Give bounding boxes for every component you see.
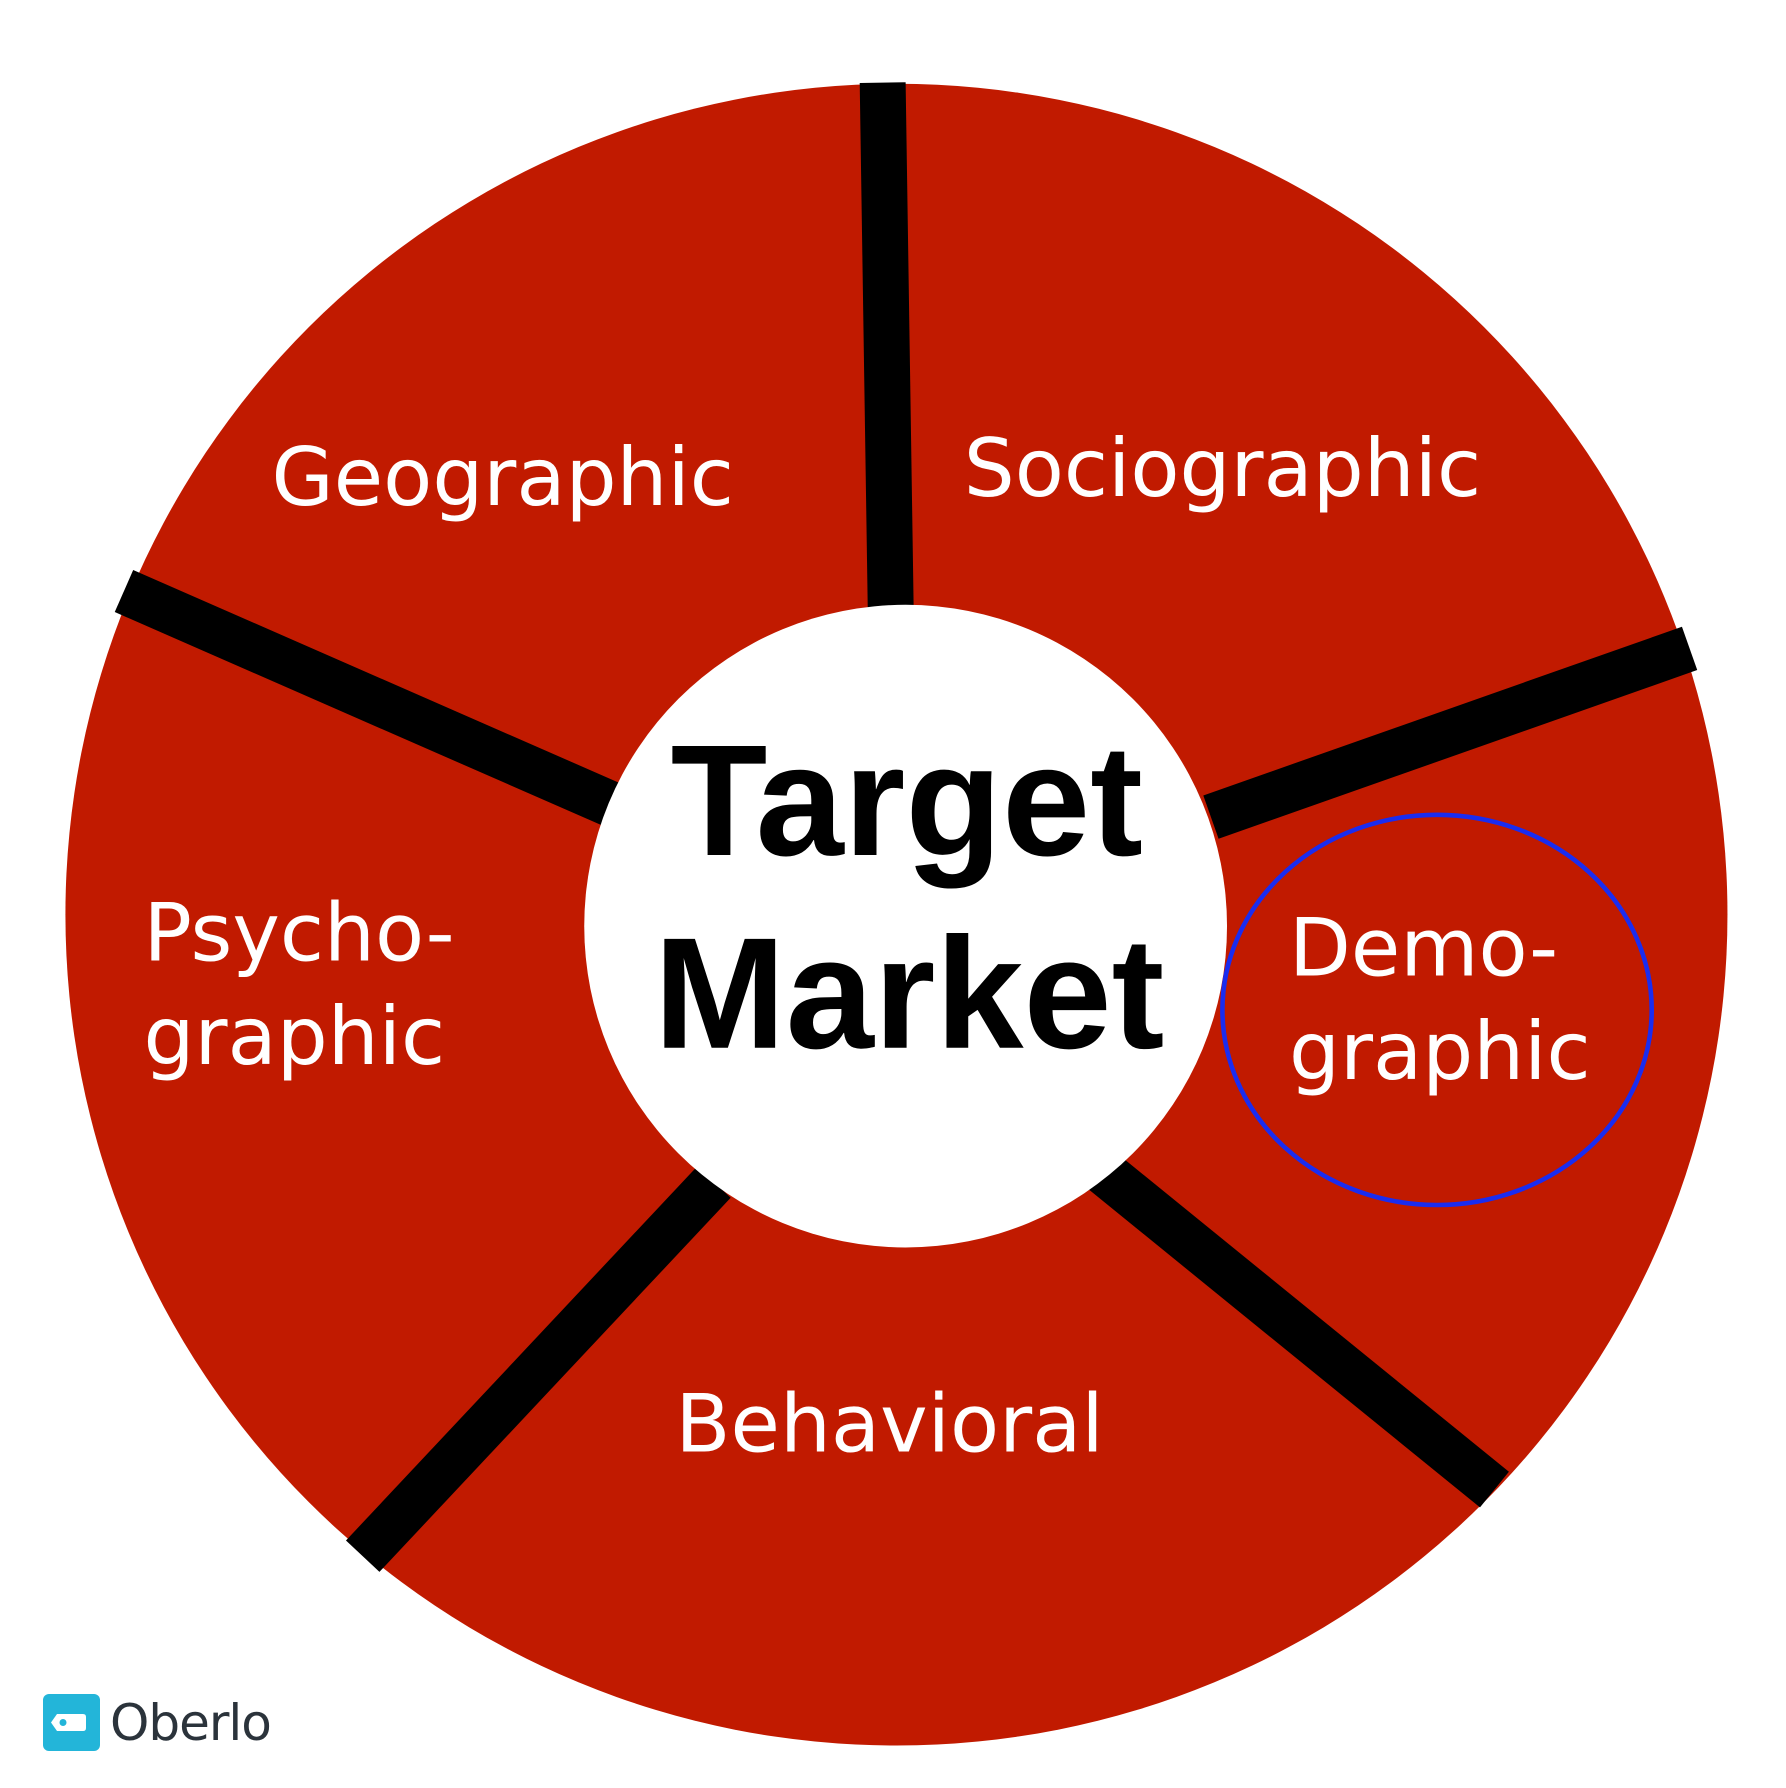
segment-label-psychographic-line2[interactable]: graphic bbox=[143, 989, 445, 1083]
segment-label-sociographic[interactable]: Sociographic bbox=[964, 421, 1481, 515]
demographic-highlight-ring bbox=[1220, 812, 1655, 1208]
logo-wordmark: Oberlo bbox=[110, 1693, 272, 1752]
divider-lower-left bbox=[345, 1166, 731, 1572]
divider-upper-left bbox=[114, 570, 624, 827]
oberlo-logo: Oberlo bbox=[43, 1693, 272, 1752]
segment-label-psychographic-line1[interactable]: Psycho- bbox=[143, 886, 454, 980]
segment-label-geographic[interactable]: Geographic bbox=[272, 430, 734, 524]
divider-top bbox=[859, 82, 914, 609]
center-hub bbox=[584, 604, 1228, 1248]
tag-icon bbox=[43, 1694, 100, 1751]
center-title-line1: Target bbox=[671, 712, 1143, 889]
center-title-line2: Market bbox=[654, 905, 1165, 1082]
divider-upper-right bbox=[1203, 626, 1698, 839]
divider-lower-right bbox=[1087, 1152, 1509, 1508]
segment-label-demographic-line2[interactable]: graphic bbox=[1289, 1004, 1591, 1098]
segment-label-demographic-line1[interactable]: Demo- bbox=[1289, 900, 1558, 994]
segment-label-behavioral[interactable]: Behavioral bbox=[675, 1377, 1103, 1471]
segment-dividers bbox=[114, 82, 1698, 1572]
